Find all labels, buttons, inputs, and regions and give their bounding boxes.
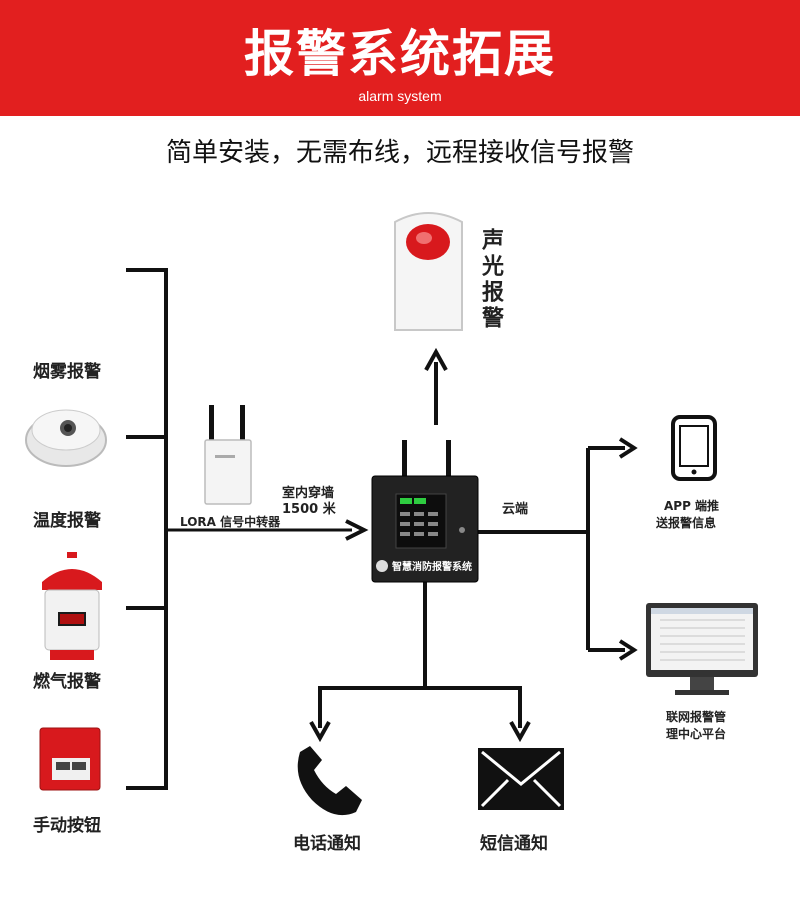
- banner-title: 报警系统拓展: [244, 25, 556, 83]
- controller-box-icon: [371, 440, 479, 583]
- mobile-phone-icon: [671, 415, 717, 481]
- smoke-detector-icon: [25, 409, 107, 467]
- center-label-line2: 理中心平台: [666, 727, 727, 741]
- siren-icon: [394, 212, 463, 331]
- cloud-links: [478, 446, 625, 652]
- phone-notify-label: 电话通知: [293, 834, 361, 854]
- banner-subtitle: alarm system: [358, 88, 442, 104]
- envelope-icon: [478, 748, 564, 810]
- app-label-line1: APP 端推: [664, 499, 720, 513]
- smoke-alarm-label: 烟雾报警: [33, 362, 101, 382]
- lora-repeater-icon: [204, 405, 252, 505]
- arrow-to-sms: [509, 721, 531, 743]
- controller-name: 智慧消防报警系统: [392, 562, 472, 573]
- cloud-label: 云端: [502, 502, 529, 517]
- gas-alarm-label: 燃气报警: [33, 672, 101, 692]
- manual-call-point-icon: [39, 727, 101, 791]
- arrow-to-app: [618, 437, 638, 459]
- center-label-line1: 联网报警管: [666, 710, 727, 724]
- manual-button-label: 手动按钮: [33, 816, 101, 836]
- monitor-icon: [646, 603, 758, 695]
- repeater-range-line1: 室内穿墙: [282, 486, 335, 501]
- repeater-range-line2: 1500 米: [282, 502, 336, 517]
- app-label-line2: 送报警信息: [656, 516, 717, 530]
- header-banner: [0, 0, 800, 116]
- repeater-label: LORA 信号中转器: [180, 515, 281, 529]
- arrow-to-center: [618, 639, 638, 661]
- tagline: 简单安装，无需布线，远程接收信号报警: [165, 138, 634, 168]
- telephone-icon: [297, 746, 362, 816]
- siren-label: 声光报警: [478, 228, 503, 332]
- arrow-into-controller: [345, 519, 369, 541]
- input-bus: [126, 268, 168, 790]
- arrow-to-phone: [309, 721, 331, 743]
- arrow-to-siren: [424, 347, 448, 371]
- notify-links: [318, 582, 522, 728]
- sms-notify-label: 短信通知: [480, 834, 548, 854]
- temperature-alarm-label: 温度报警: [33, 511, 101, 531]
- gas-detector-icon: [42, 552, 102, 660]
